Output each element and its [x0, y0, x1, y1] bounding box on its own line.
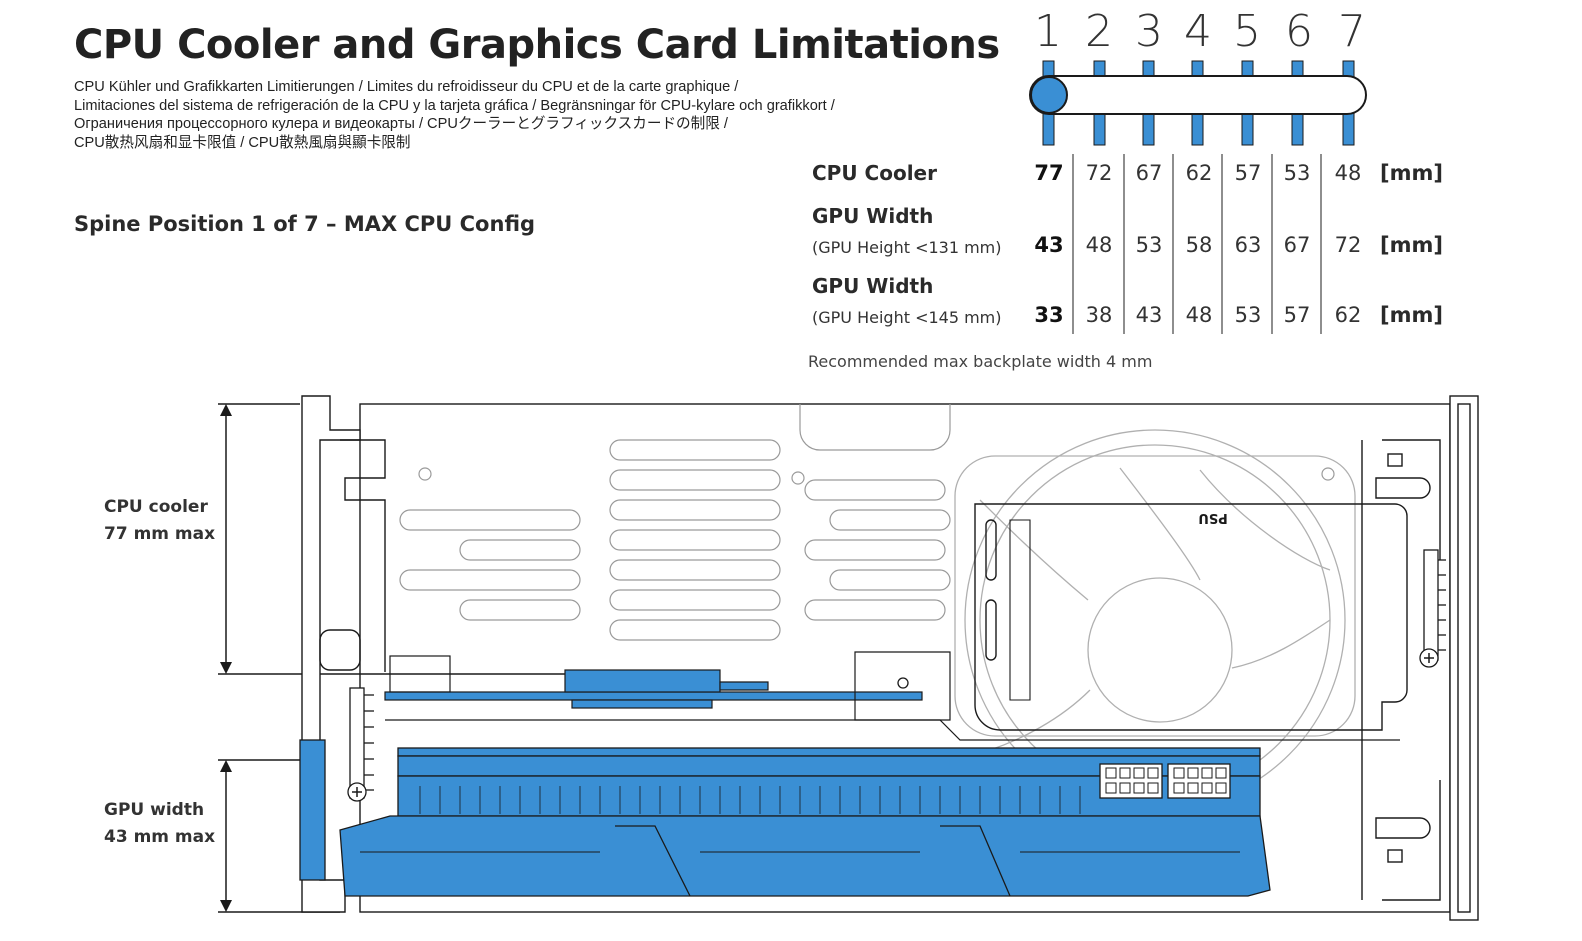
- table-cell: 58: [1185, 233, 1213, 257]
- table-cell: 63: [1234, 233, 1262, 257]
- table-cell: 48: [1185, 303, 1213, 327]
- psu-label: PSU: [1198, 510, 1227, 525]
- translated-subtitles: CPU Kühler und Grafikkarten Limitierunge…: [74, 78, 835, 152]
- row-sublabel-gpu-height-131: (GPU Height <131 mm): [812, 238, 1002, 257]
- table-cell: 72: [1085, 161, 1113, 185]
- table-cell: 33: [1034, 303, 1064, 327]
- unit-label: [mm]: [1380, 161, 1443, 185]
- unit-label: [mm]: [1380, 233, 1443, 257]
- table-grid: [1072, 154, 1322, 334]
- position-number-3: 3: [1135, 6, 1163, 57]
- backplate-note: Recommended max backplate width 4 mm: [808, 352, 1153, 371]
- subtitle-line: CPU散热风扇和显卡限值 / CPU散熱風扇與顯卡限制: [74, 134, 411, 151]
- row-label-gpu-width-131: GPU Width: [812, 204, 934, 228]
- subtitle-line: CPU Kühler und Grafikkarten Limitierunge…: [74, 79, 739, 95]
- cpu-label-line2: 77 mm max: [104, 524, 216, 544]
- vent-slots: [399, 404, 1335, 641]
- table-cell: 48: [1334, 161, 1362, 185]
- psu-label-text: PSU: [1198, 510, 1227, 525]
- table-cell: 53: [1135, 233, 1163, 257]
- position-number-5: 5: [1233, 6, 1261, 57]
- spine-scale-right: [1419, 549, 1446, 668]
- table-cell: 57: [1283, 303, 1311, 327]
- table-cell: 43: [1034, 233, 1064, 257]
- position-number-6: 6: [1285, 6, 1313, 57]
- slider-knob: [1030, 76, 1068, 114]
- cpu-cooler-dimension-label: CPU cooler 77 mm max: [104, 494, 215, 548]
- gpu-label-line2: 43 mm max: [104, 827, 216, 847]
- table-cell: 67: [1283, 233, 1311, 257]
- graphics-card: [299, 739, 1271, 897]
- dimension-lines: [218, 403, 565, 913]
- subtitle-line: Ограничения процессорного кулера и видео…: [74, 116, 728, 133]
- row-label-cpu-cooler: CPU Cooler: [812, 161, 937, 185]
- table-cell: 57: [1234, 161, 1262, 185]
- row-sublabel-gpu-height-145: (GPU Height <145 mm): [812, 308, 1002, 327]
- table-cell: 53: [1234, 303, 1262, 327]
- table-cell: 62: [1334, 303, 1362, 327]
- unit-label: [mm]: [1380, 303, 1443, 327]
- position-number-4: 4: [1184, 6, 1212, 57]
- psu-bracket: [974, 503, 1408, 731]
- table-cell: 62: [1185, 161, 1213, 185]
- position-number-1: 1: [1034, 6, 1062, 57]
- table-cell: 48: [1085, 233, 1113, 257]
- spine-position-heading: Spine Position 1 of 7 – MAX CPU Config: [74, 212, 536, 236]
- table-cell: 77: [1034, 161, 1064, 185]
- cpu-label-line1: CPU cooler: [104, 497, 208, 517]
- position-number-2: 2: [1085, 6, 1113, 57]
- cpu-cooler: [564, 669, 769, 709]
- motherboard: [384, 651, 1400, 741]
- position-number-7: 7: [1338, 6, 1366, 57]
- spine-scale-left: [347, 687, 374, 802]
- table-cell: 53: [1283, 161, 1311, 185]
- row-label-gpu-width-145: GPU Width: [812, 274, 934, 298]
- table-cell: 67: [1135, 161, 1163, 185]
- page-title: CPU Cooler and Graphics Card Limitations: [74, 22, 1000, 68]
- table-cell: 38: [1085, 303, 1113, 327]
- subtitle-line: Limitaciones del sistema de refrigeració…: [74, 97, 835, 114]
- gpu-label-line1: GPU width: [104, 800, 205, 820]
- fan: [954, 429, 1356, 811]
- gpu-width-dimension-label: GPU width 43 mm max: [104, 797, 215, 851]
- table-cell: 72: [1334, 233, 1362, 257]
- table-cell: 43: [1135, 303, 1163, 327]
